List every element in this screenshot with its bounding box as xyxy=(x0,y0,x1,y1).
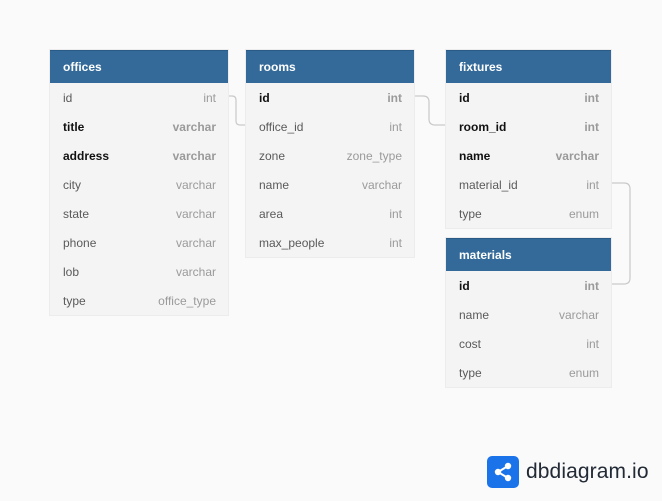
field-type: int xyxy=(584,119,599,134)
field-row[interactable]: material_id int xyxy=(446,170,611,199)
brand-name: dbdiagram.io xyxy=(526,460,649,483)
field-name: cost xyxy=(459,336,482,351)
field-type: varchar xyxy=(175,206,216,221)
field-type: int xyxy=(584,90,599,105)
field-row[interactable]: lob varchar xyxy=(50,257,228,286)
field-row[interactable]: type enum xyxy=(446,358,611,387)
field-name: type xyxy=(63,293,86,308)
field-type: varchar xyxy=(172,148,216,163)
field-type: int xyxy=(586,336,599,351)
field-type: varchar xyxy=(361,177,402,192)
field-row[interactable]: area int xyxy=(246,199,414,228)
field-type: int xyxy=(586,177,599,192)
field-name: id xyxy=(459,278,470,293)
field-name: title xyxy=(63,119,85,134)
brand-link[interactable]: dbdiagram.io xyxy=(487,456,649,488)
field-name: city xyxy=(63,177,81,192)
field-name: id xyxy=(259,90,270,105)
field-row[interactable]: title varchar xyxy=(50,112,228,141)
field-row[interactable]: name varchar xyxy=(446,300,611,329)
field-name: material_id xyxy=(459,177,518,192)
field-row[interactable]: address varchar xyxy=(50,141,228,170)
field-type: varchar xyxy=(172,119,216,134)
field-name: phone xyxy=(63,235,97,250)
field-row[interactable]: city varchar xyxy=(50,170,228,199)
field-type: zone_type xyxy=(346,148,402,163)
field-type: int xyxy=(387,90,402,105)
field-name: lob xyxy=(63,264,80,279)
field-type: enum xyxy=(568,365,599,380)
field-type: int xyxy=(389,206,402,221)
field-name: id xyxy=(459,90,470,105)
field-name: address xyxy=(63,148,110,163)
field-name: room_id xyxy=(459,119,507,134)
table-header[interactable]: rooms xyxy=(246,50,414,83)
field-name: type xyxy=(459,365,482,380)
field-row[interactable]: name varchar xyxy=(246,170,414,199)
table-header[interactable]: materials xyxy=(446,238,611,271)
table-materials[interactable]: materials id int name varchar cost int type… xyxy=(446,238,611,387)
field-type: int xyxy=(389,119,402,134)
relationship-offices-rooms[interactable] xyxy=(228,95,246,126)
field-row[interactable]: id int xyxy=(246,83,414,112)
field-row[interactable]: office_id int xyxy=(246,112,414,141)
field-row[interactable]: room_id int xyxy=(446,112,611,141)
field-type: varchar xyxy=(175,177,216,192)
field-row[interactable]: cost int xyxy=(446,329,611,358)
field-type: varchar xyxy=(555,148,599,163)
field-type: int xyxy=(389,235,402,250)
field-name: max_people xyxy=(259,235,325,250)
field-row[interactable]: zone zone_type xyxy=(246,141,414,170)
field-type: office_type xyxy=(158,293,216,308)
field-name: name xyxy=(459,307,490,322)
field-name: name xyxy=(259,177,290,192)
field-type: enum xyxy=(568,206,599,221)
field-type: int xyxy=(584,278,599,293)
field-name: name xyxy=(459,148,491,163)
share-nodes-icon xyxy=(487,456,519,488)
field-row[interactable]: phone varchar xyxy=(50,228,228,257)
field-row[interactable]: max_people int xyxy=(246,228,414,257)
field-name: id xyxy=(63,90,73,105)
field-type: varchar xyxy=(558,307,599,322)
field-row[interactable]: id int xyxy=(446,271,611,300)
field-type: int xyxy=(203,90,216,105)
field-row[interactable]: state varchar xyxy=(50,199,228,228)
field-name: office_id xyxy=(259,119,304,134)
relationship-rooms-fixtures[interactable] xyxy=(414,95,446,126)
table-offices[interactable]: offices id int title varchar address varcha… xyxy=(50,50,228,315)
field-name: zone xyxy=(259,148,286,163)
field-type: varchar xyxy=(175,235,216,250)
table-header[interactable]: offices xyxy=(50,50,228,83)
field-row[interactable]: id int xyxy=(50,83,228,112)
field-name: type xyxy=(459,206,482,221)
relationship-fixtures-materials[interactable] xyxy=(611,182,631,285)
field-name: area xyxy=(259,206,284,221)
field-name: state xyxy=(63,206,90,221)
field-row[interactable]: name varchar xyxy=(446,141,611,170)
field-row[interactable]: type enum xyxy=(446,199,611,228)
field-type: varchar xyxy=(175,264,216,279)
field-row[interactable]: type office_type xyxy=(50,286,228,315)
table-header[interactable]: fixtures xyxy=(446,50,611,83)
field-row[interactable]: id int xyxy=(446,83,611,112)
